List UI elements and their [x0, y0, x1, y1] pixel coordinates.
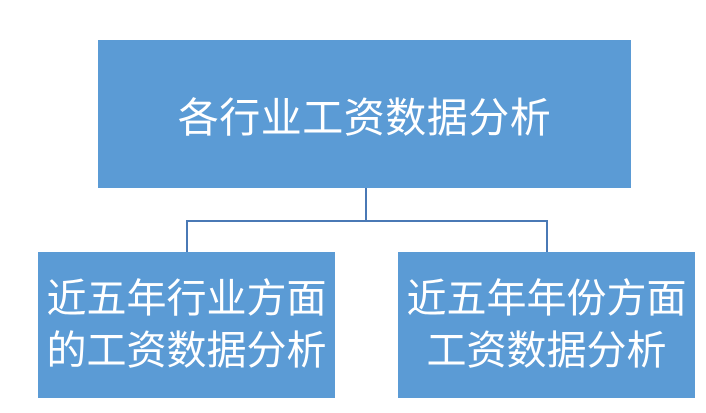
child-node-left-line1: 近五年行业方面: [46, 276, 327, 321]
connector-drop-right: [546, 220, 548, 252]
child-node-right: 近五年年份方面 工资数据分析: [398, 252, 695, 398]
root-node: 各行业工资数据分析: [98, 40, 631, 188]
child-node-left-line2: 的工资数据分析: [46, 328, 327, 373]
connector-drop-left: [186, 220, 188, 252]
child-node-right-line1: 近五年年份方面: [406, 276, 687, 321]
root-node-label: 各行业工资数据分析: [177, 95, 552, 141]
connector-stem: [365, 188, 367, 221]
child-node-right-line2: 工资数据分析: [426, 328, 667, 373]
child-node-left: 近五年行业方面 的工资数据分析: [38, 252, 335, 398]
connector-horizontal: [186, 220, 548, 222]
